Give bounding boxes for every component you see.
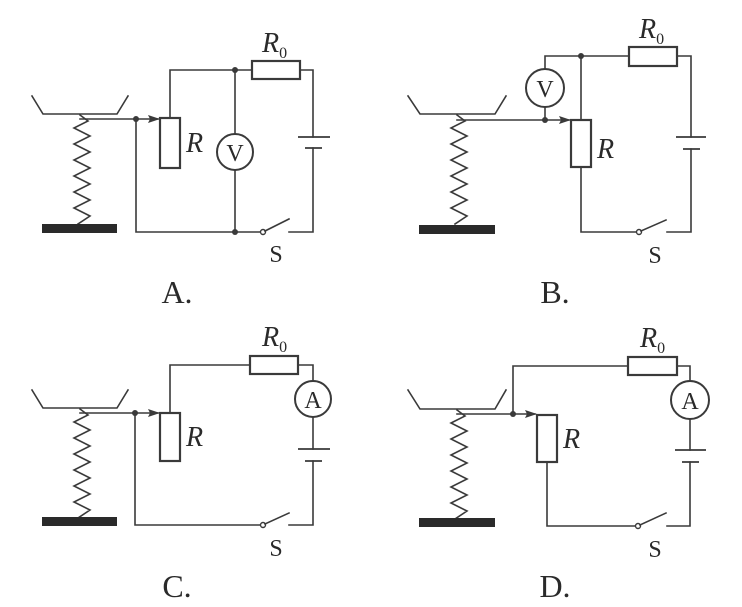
slider-arrow [525, 410, 537, 418]
option-label: D. [539, 568, 570, 604]
label-r0: R0 [261, 322, 287, 356]
scale-pan [30, 388, 130, 409]
wire [676, 55, 692, 138]
wire [297, 364, 314, 382]
slider-arrow [148, 115, 160, 123]
label-r0: R0 [638, 14, 664, 48]
meter-symbol: V [226, 141, 244, 167]
base-plate [419, 225, 495, 234]
label-s: S [269, 242, 282, 268]
wire [676, 365, 691, 382]
label-r: R [596, 134, 614, 165]
scale-pan [406, 388, 508, 410]
label-r0: R0 [261, 28, 287, 62]
rheostat-r [158, 116, 182, 170]
spring [72, 113, 92, 226]
label-r: R [185, 128, 203, 159]
rheostat-r [535, 413, 559, 464]
wire [169, 364, 251, 414]
switch-s [634, 511, 668, 530]
battery-icon [298, 136, 330, 149]
switch-s [259, 217, 291, 236]
spring [449, 408, 469, 521]
resistor-r0 [626, 355, 679, 377]
junction-dot [578, 53, 584, 59]
panel-d: A R R0 S D. [406, 323, 710, 604]
resistor-r0 [248, 354, 300, 376]
meter-symbol: A [304, 388, 322, 414]
label-r0: R0 [639, 323, 665, 357]
scale-pan [406, 94, 508, 115]
wire [546, 461, 638, 527]
base-plate [42, 517, 117, 526]
battery-icon [676, 136, 706, 150]
wire [288, 147, 314, 233]
meter-symbol: A [681, 389, 699, 415]
base-plate [42, 224, 117, 233]
wire [169, 69, 253, 119]
label-s: S [269, 536, 282, 562]
switch-s [259, 511, 291, 529]
wire [512, 365, 629, 415]
wire [288, 460, 314, 526]
wire [544, 55, 630, 70]
resistor-r0 [250, 59, 302, 81]
spring [72, 407, 92, 520]
junction-dot [232, 229, 238, 235]
battery-icon [298, 448, 330, 462]
option-label: A. [161, 274, 192, 310]
slider-arrow [559, 116, 571, 124]
label-s: S [648, 243, 661, 269]
battery-icon [675, 449, 706, 463]
wire [666, 148, 692, 233]
ammeter: A [294, 380, 332, 418]
wire [666, 461, 691, 527]
rheostat-r [158, 411, 182, 463]
wire [580, 166, 639, 233]
voltmeter: V [525, 68, 565, 108]
resistor-r0 [627, 45, 679, 68]
ammeter: A [670, 380, 710, 420]
panel-c: A R R0 S C. [30, 322, 332, 604]
wire [134, 412, 263, 526]
scale-pan [30, 94, 130, 115]
label-r: R [185, 422, 203, 453]
panel-b: V R R0 S B. [406, 14, 706, 310]
switch-s [635, 218, 668, 236]
rheostat-r [569, 118, 593, 169]
option-label: B. [540, 274, 569, 310]
label-r: R [562, 424, 580, 455]
voltmeter: V [216, 133, 254, 171]
slider-arrow [148, 409, 160, 417]
meter-symbol: V [536, 77, 554, 103]
wire [299, 69, 314, 138]
panel-a: V R R0 S A. [30, 28, 330, 310]
option-label: C. [162, 568, 191, 604]
wire [135, 118, 263, 233]
label-s: S [648, 537, 661, 563]
spring [449, 113, 469, 226]
base-plate [419, 518, 495, 527]
junction-dot [232, 67, 238, 73]
